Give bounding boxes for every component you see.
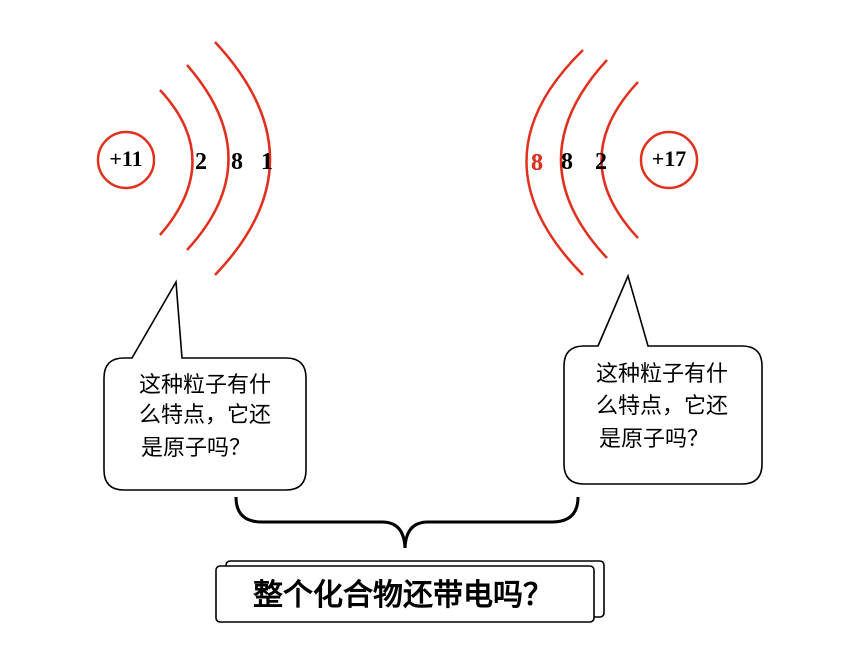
right-bubble-line-2: 么特点，它还 bbox=[596, 394, 728, 419]
left-orbit-2 bbox=[186, 64, 230, 251]
right-orbit-1 bbox=[600, 81, 639, 239]
question-banner: 整个化合物还带电吗？ bbox=[215, 560, 605, 623]
right-orbit-2 bbox=[559, 59, 608, 259]
right-bubble-line-1: 这种粒子有什 bbox=[596, 362, 728, 387]
left-speech-bubble: 这种粒子有什 么特点，它还 是原子吗？ bbox=[103, 279, 307, 491]
left-bubble-shape bbox=[103, 279, 307, 491]
left-bubble-line-2: 么特点，它还 bbox=[139, 403, 271, 428]
right-nucleus-charge: +17 bbox=[652, 146, 687, 171]
right-shell-3-count-new: 8 bbox=[531, 150, 543, 176]
right-nucleus-circle bbox=[639, 130, 699, 190]
banner-question-text: 整个化合物还带电吗？ bbox=[253, 578, 553, 613]
right-orbit-3 bbox=[525, 49, 584, 276]
grouping-brace bbox=[234, 496, 580, 549]
left-shell-1-count: 2 bbox=[195, 149, 207, 175]
right-bubble-line-3: 是原子吗？ bbox=[599, 427, 709, 452]
left-orbit-3 bbox=[214, 41, 272, 276]
right-shell-3-count-under: 8 bbox=[531, 150, 543, 176]
right-speech-bubble: 这种粒子有什 么特点，它还 是原子吗？ bbox=[563, 273, 763, 485]
left-nucleus-charge: +11 bbox=[109, 146, 142, 171]
left-shell-2-count: 8 bbox=[231, 149, 243, 175]
left-orbit-1 bbox=[159, 89, 194, 236]
right-bubble-shape bbox=[563, 273, 763, 485]
left-bubble-line-3: 是原子吗？ bbox=[141, 436, 251, 461]
left-bubble-line-1: 这种粒子有什 bbox=[139, 373, 271, 398]
left-shell-3-count: 1 bbox=[261, 149, 273, 175]
right-shell-2-count: 8 bbox=[561, 149, 573, 175]
left-atom: +11 2 8 1 bbox=[96, 41, 273, 276]
right-shell-1-count: 2 bbox=[595, 149, 607, 175]
left-nucleus-circle bbox=[96, 130, 156, 190]
banner-front-frame bbox=[215, 565, 595, 623]
right-atom: +17 8 8 8 2 bbox=[525, 49, 699, 276]
